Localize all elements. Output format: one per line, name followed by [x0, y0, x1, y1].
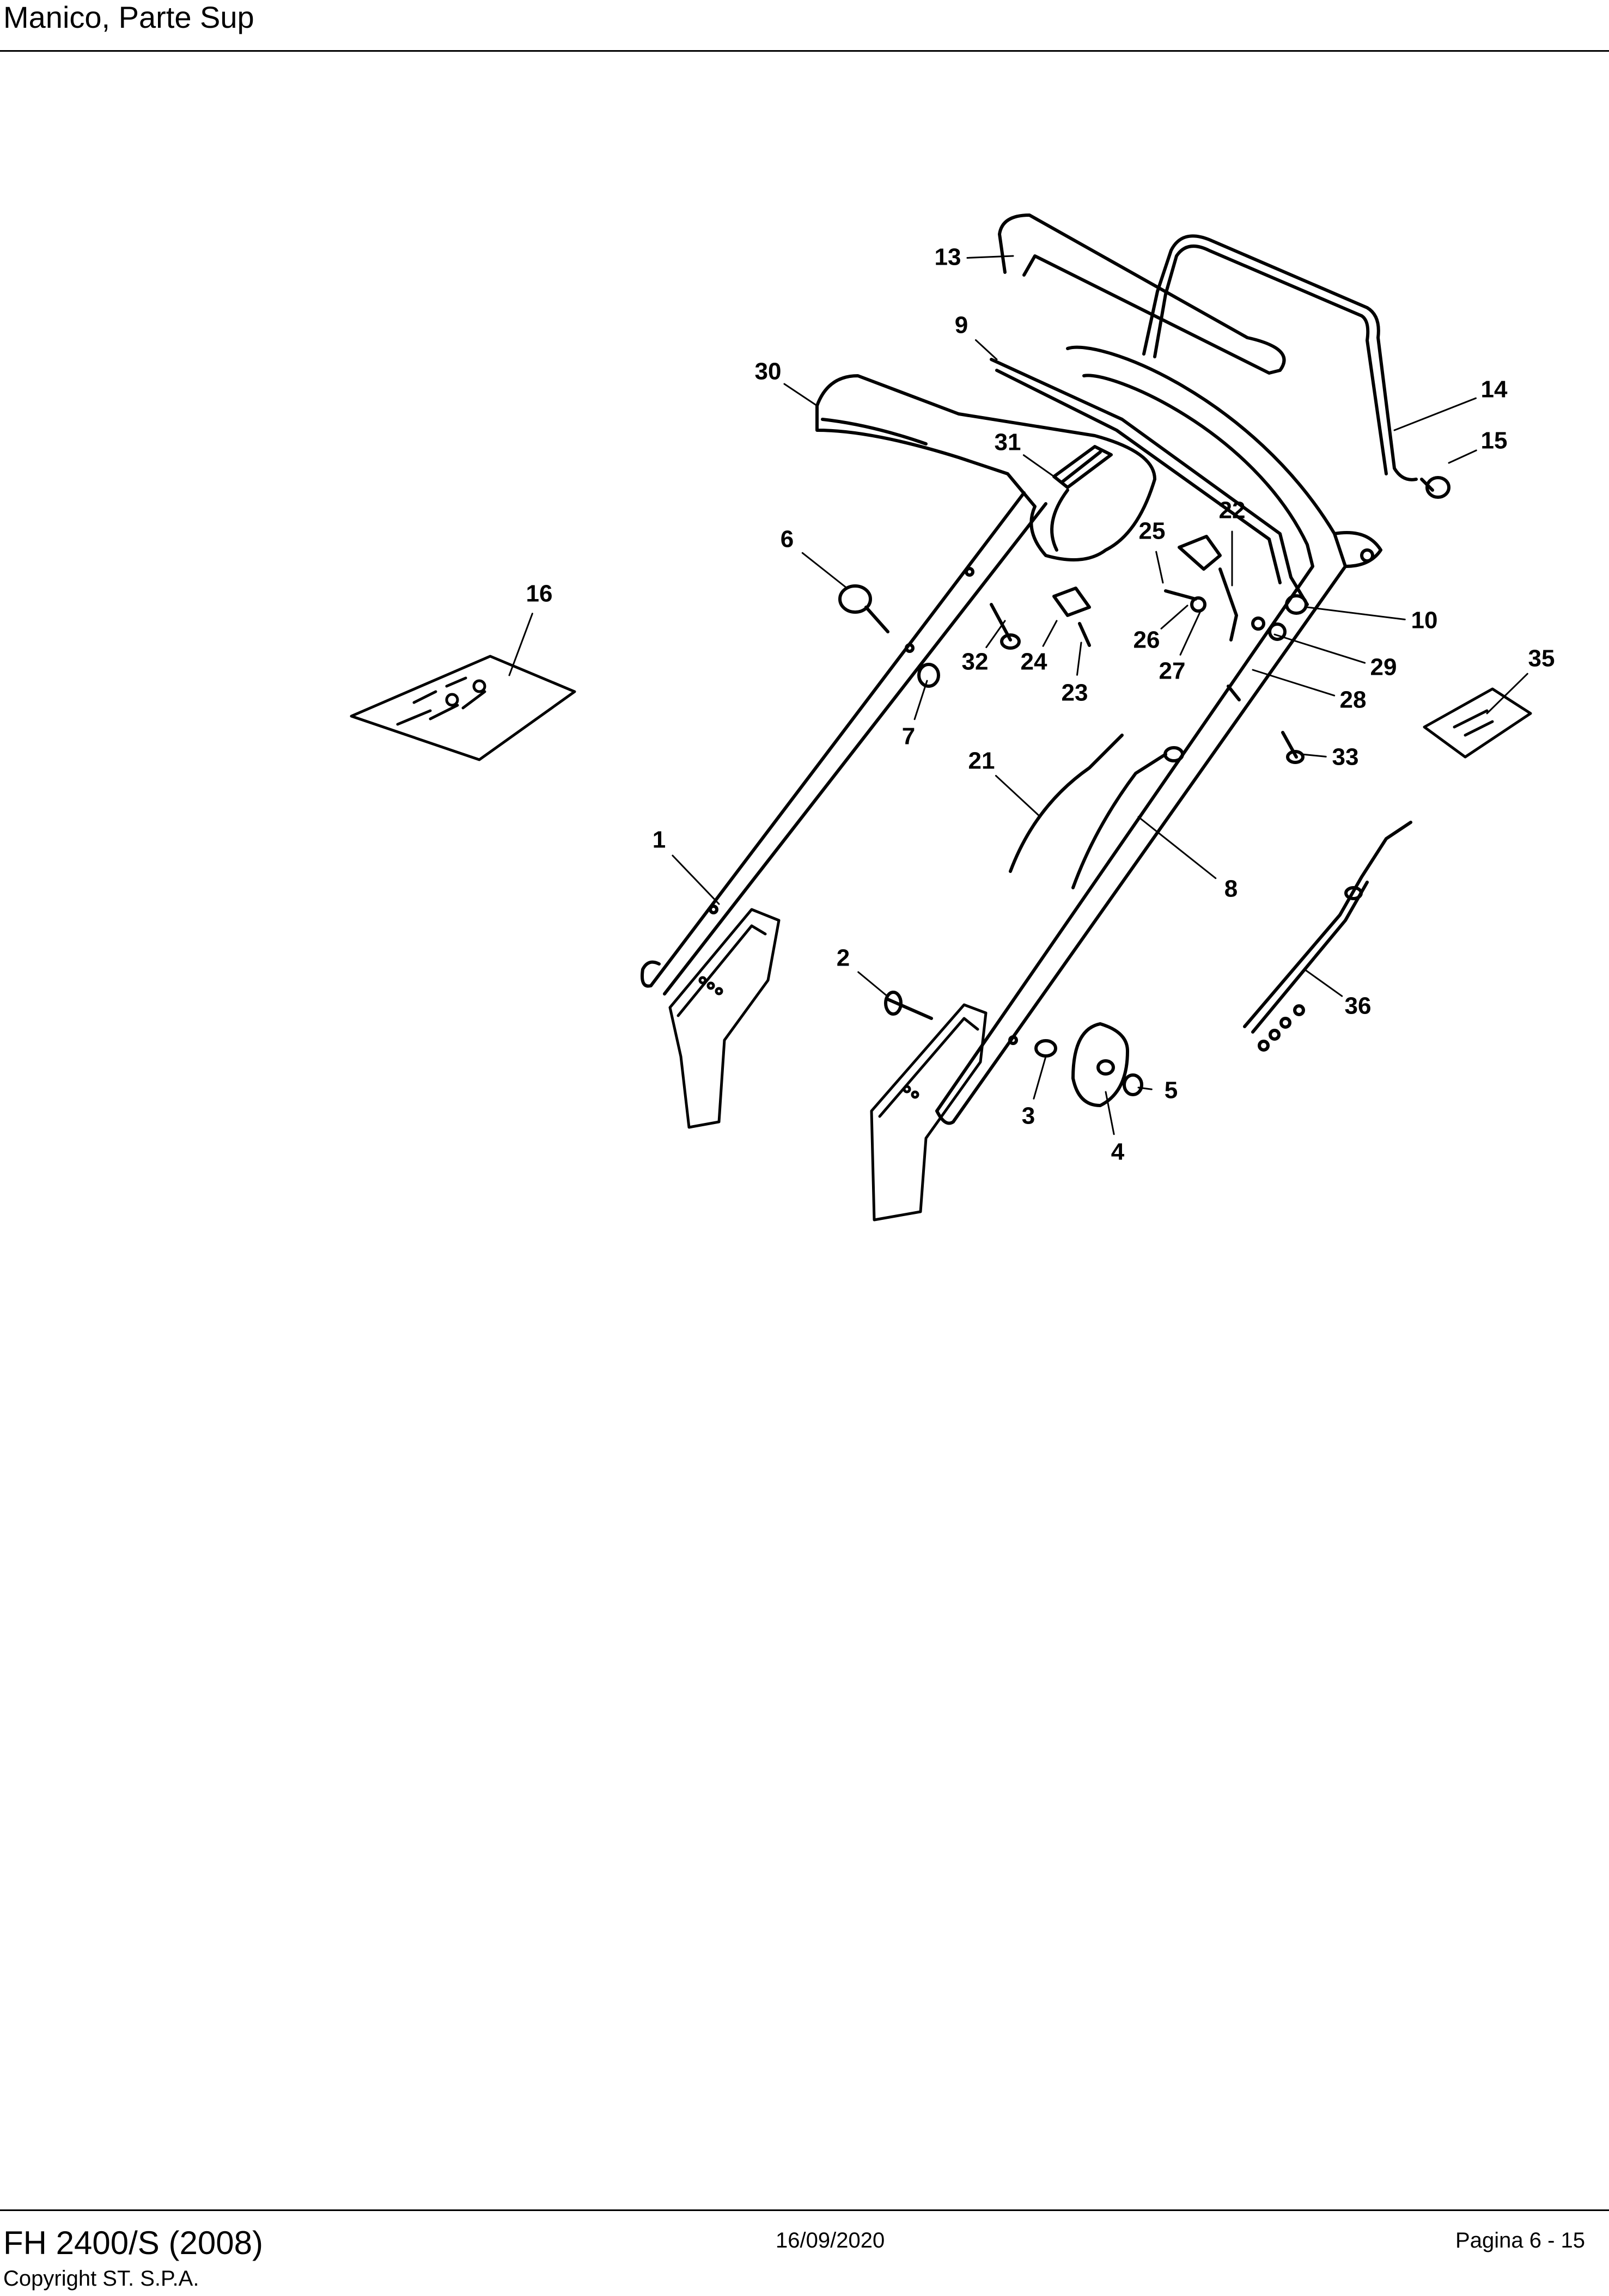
hardware-bag-35 — [1423, 687, 1532, 759]
callout-36: 36 — [1345, 993, 1372, 1019]
nut — [917, 663, 940, 688]
cable-stop — [1420, 476, 1450, 499]
callout-26: 26 — [1133, 627, 1160, 654]
callout-10: 10 — [1411, 607, 1438, 634]
leader-13 — [966, 255, 1014, 259]
cable-clip — [1052, 587, 1091, 617]
leader-24 — [1042, 620, 1058, 647]
callout-13: 13 — [935, 244, 961, 271]
callout-24: 24 — [1021, 649, 1047, 675]
leader-32 — [985, 620, 1006, 649]
bail-wire — [1142, 234, 1418, 481]
leader-6 — [801, 552, 848, 589]
leader-27 — [1179, 609, 1202, 656]
header-divider — [0, 50, 1609, 52]
leader-31 — [1022, 454, 1055, 478]
callout-23: 23 — [1062, 680, 1088, 706]
screw-33 — [1281, 731, 1305, 764]
callout-7: 7 — [902, 723, 915, 750]
footer-divider — [0, 2209, 1609, 2211]
copyright: Copyright ST. S.P.A. — [3, 2267, 199, 2291]
callout-5: 5 — [1165, 1077, 1178, 1104]
callout-leaders — [508, 255, 1528, 1135]
cable-36 — [1243, 821, 1412, 1052]
lever-assembly — [1164, 535, 1308, 701]
wing-knob-lower — [1034, 1039, 1057, 1058]
callout-21: 21 — [968, 748, 995, 774]
callout-1: 1 — [653, 827, 666, 853]
callout-9: 9 — [955, 312, 968, 339]
handle-knob — [1071, 1022, 1129, 1107]
exploded-parts-diagram: 1234567891013141516212223242526272829303… — [350, 213, 1555, 1222]
leader-23 — [1076, 642, 1082, 676]
screw-23 — [1078, 622, 1091, 647]
callout-14: 14 — [1481, 376, 1508, 403]
cable-21 — [1009, 734, 1124, 873]
model-name: FH 2400/S (2008) — [3, 2225, 263, 2261]
leader-30 — [783, 383, 818, 407]
callout-33: 33 — [1332, 744, 1359, 771]
callout-25: 25 — [1139, 518, 1166, 545]
leader-4 — [1105, 1091, 1115, 1135]
callout-4: 4 — [1111, 1139, 1125, 1165]
callout-3: 3 — [1022, 1103, 1035, 1129]
leader-9 — [974, 339, 998, 361]
hardware-bag-16 — [350, 655, 576, 761]
console-cover — [815, 374, 1156, 561]
callout-8: 8 — [1224, 876, 1238, 902]
page-number: Pagina 6 - 15 — [1455, 2228, 1585, 2252]
leader-3 — [1033, 1055, 1047, 1100]
leader-14 — [1393, 397, 1477, 431]
callout-35: 35 — [1528, 645, 1555, 672]
leader-33 — [1301, 753, 1327, 758]
right-handle-tube — [935, 345, 1382, 1125]
callout-6: 6 — [781, 526, 794, 553]
nut-5 — [1123, 1073, 1143, 1096]
callout-32: 32 — [962, 649, 989, 675]
leader-1 — [672, 854, 720, 905]
control-lever — [1052, 445, 1113, 489]
leader-21 — [995, 774, 1041, 818]
callout-28: 28 — [1340, 687, 1367, 713]
callout-15: 15 — [1481, 428, 1508, 454]
screw-32 — [990, 603, 1021, 650]
callout-27: 27 — [1159, 658, 1186, 685]
leader-16 — [508, 613, 533, 676]
leader-2 — [857, 971, 889, 998]
page-title: Manico, Parte Sup — [3, 0, 254, 34]
upper-loop-bar — [998, 213, 1286, 375]
right-bracket — [870, 1003, 988, 1222]
callout-31: 31 — [995, 429, 1021, 456]
cable-8 — [1071, 746, 1184, 889]
left-handle-tube — [641, 491, 1047, 996]
callout-16: 16 — [526, 581, 553, 607]
leader-8 — [1137, 816, 1217, 880]
left-bracket — [668, 908, 781, 1129]
leader-10 — [1306, 606, 1406, 621]
callout-2: 2 — [837, 945, 850, 972]
print-date: 16/09/2020 — [776, 2228, 885, 2252]
callout-labels: 1234567891013141516212223242526272829303… — [526, 244, 1555, 1165]
leader-25 — [1155, 551, 1164, 584]
callout-22: 22 — [1219, 497, 1246, 524]
wing-knob-upper — [838, 584, 889, 633]
leader-15 — [1448, 449, 1477, 464]
callout-29: 29 — [1370, 654, 1397, 681]
callout-30: 30 — [755, 358, 782, 385]
leader-26 — [1160, 604, 1189, 630]
leader-35 — [1486, 673, 1528, 715]
leader-36 — [1303, 968, 1343, 997]
leader-28 — [1252, 669, 1336, 697]
leader-29 — [1273, 633, 1366, 664]
bolt-2 — [884, 991, 933, 1020]
leader-7 — [913, 680, 928, 720]
leader-5 — [1137, 1086, 1153, 1090]
inner-wire-frame — [990, 358, 1309, 606]
